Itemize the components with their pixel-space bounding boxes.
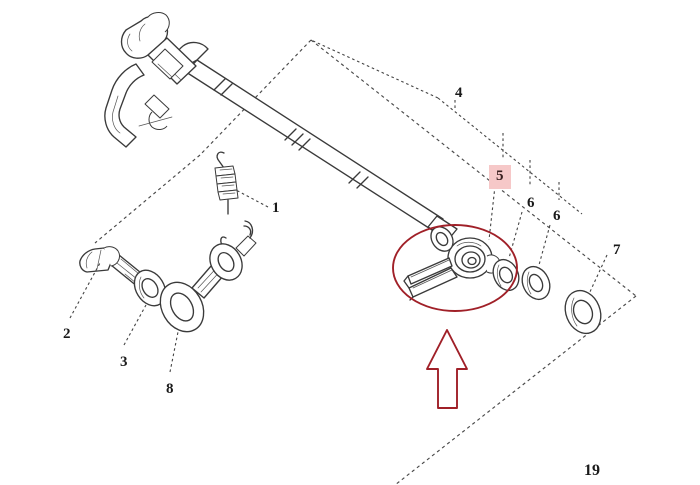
shift-link-rod-part — [159, 220, 257, 333]
highlight-circle-annotation — [392, 224, 518, 312]
washer-6b-part — [521, 265, 551, 301]
shift-arm-stopper-lever-part — [403, 237, 501, 301]
callout-label-6b: 6 — [553, 208, 561, 224]
callout-label-7: 7 — [613, 242, 621, 258]
pointer-arrow-annotation — [426, 329, 468, 409]
leader-line-3 — [123, 304, 147, 346]
callout-label-4: 4 — [455, 85, 463, 101]
leader-line-7 — [588, 254, 608, 295]
small-washer-part — [133, 269, 167, 307]
group-boundary-polygon — [94, 39, 637, 485]
callout-label-1: 1 — [272, 200, 280, 216]
shaft-collar — [430, 226, 454, 252]
leader-lines — [69, 39, 608, 373]
shift-shaft-part — [175, 41, 458, 247]
callout-label-2: 2 — [63, 326, 71, 342]
callout-label-8: 8 — [166, 381, 174, 397]
leader-line-1 — [235, 189, 269, 208]
leader-spine-diagonal — [437, 97, 583, 215]
callout-label-5: 5 — [489, 165, 511, 189]
callout-label-6a: 6 — [527, 195, 535, 211]
page-index-label: 19 — [584, 462, 600, 479]
leader-line-8 — [169, 331, 179, 373]
large-washer-part — [564, 289, 602, 335]
callout-label-3: 3 — [120, 354, 128, 370]
shift-lever-casting — [104, 12, 197, 148]
